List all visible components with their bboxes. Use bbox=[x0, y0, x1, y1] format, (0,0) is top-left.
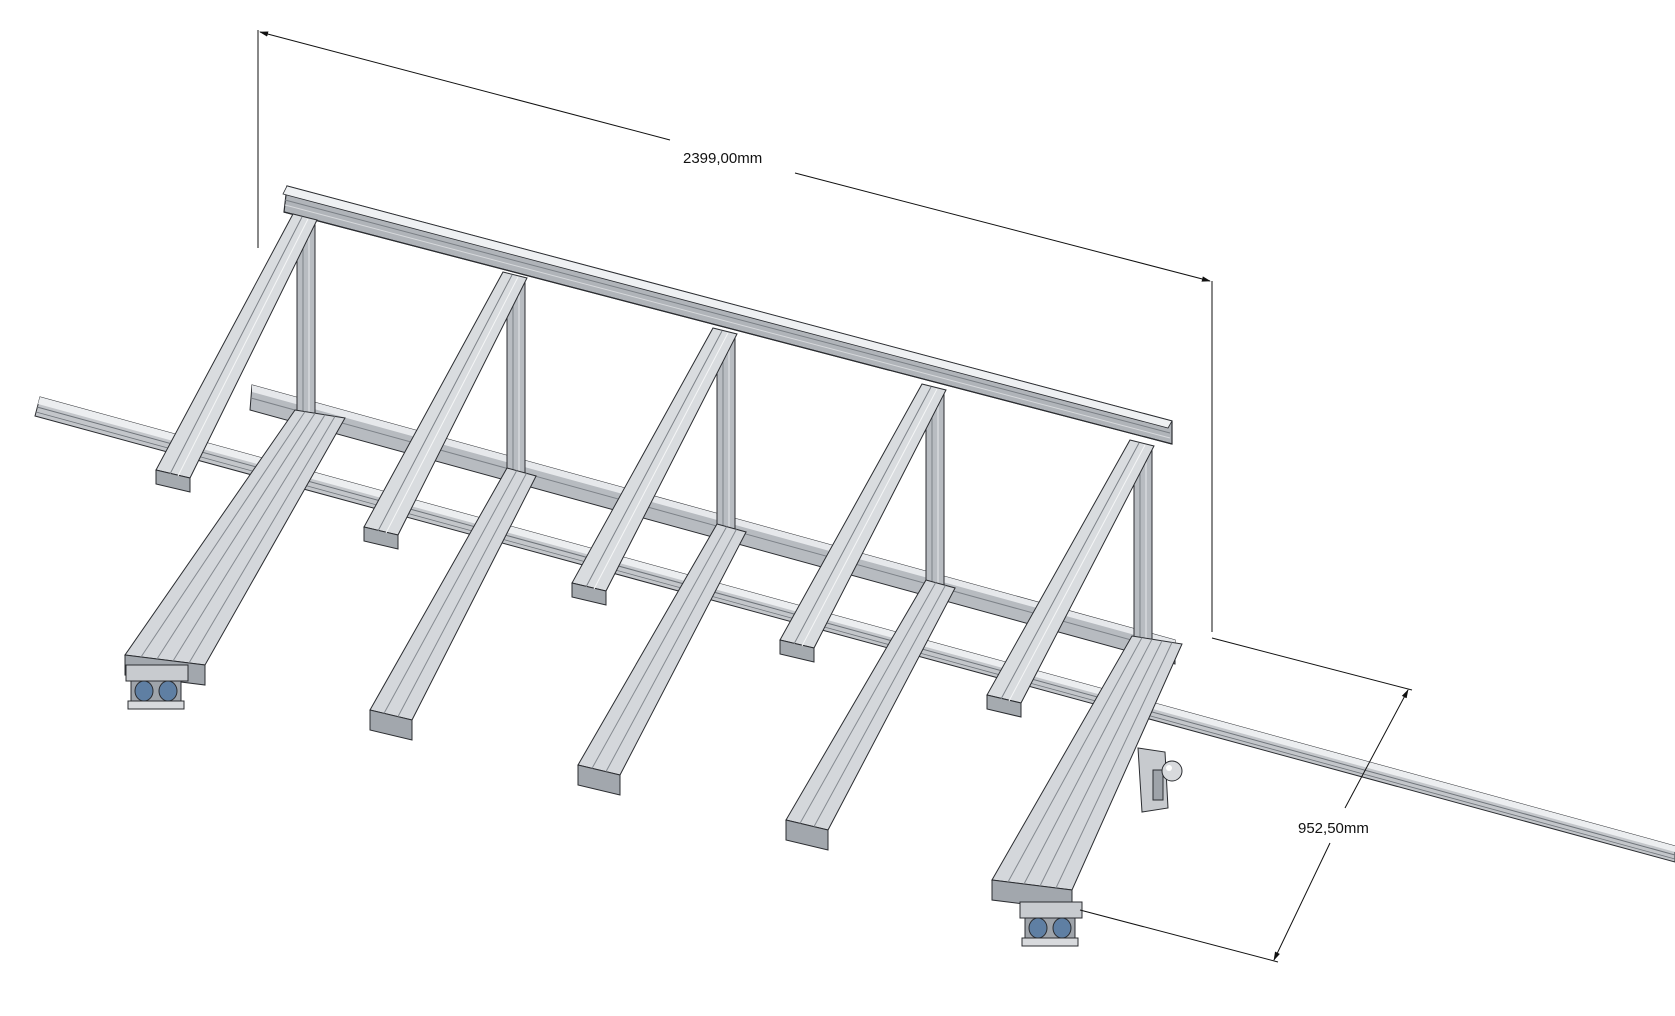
fork-groove bbox=[591, 526, 728, 769]
fork-groove bbox=[1023, 638, 1153, 885]
fork-groove bbox=[188, 416, 336, 664]
upper-arm-groove bbox=[793, 386, 932, 645]
upper-arm-groove bbox=[377, 274, 513, 532]
length-dimension: 2399,00mm bbox=[257, 30, 1213, 632]
fork-groove bbox=[799, 582, 937, 824]
length-dimension-label: 2399,00mm bbox=[683, 150, 762, 167]
fork-groove bbox=[813, 585, 946, 827]
caster-wheel-icon bbox=[125, 664, 189, 710]
fork-groove bbox=[397, 473, 527, 717]
upper-arm-groove bbox=[585, 330, 723, 588]
fork-groove bbox=[383, 470, 518, 714]
upper-arm-groove bbox=[169, 216, 303, 475]
fork-groove bbox=[156, 412, 316, 660]
depth-dimension: 952,50mm bbox=[1079, 637, 1413, 963]
upper-arm-highlight bbox=[593, 332, 729, 590]
fork-groove bbox=[1055, 642, 1173, 889]
caster-wheel-icon bbox=[1019, 901, 1083, 947]
upper-arm-highlight bbox=[177, 218, 309, 477]
upper-arm-highlight bbox=[385, 276, 519, 534]
upper-arm-groove bbox=[1000, 442, 1140, 700]
lower-fork-beams bbox=[124, 409, 1183, 911]
depth-dimension-label: 952,50mm bbox=[1298, 820, 1369, 837]
fork-groove bbox=[1007, 637, 1143, 883]
fork-groove bbox=[172, 414, 326, 662]
vertical-posts bbox=[296, 219, 1153, 651]
upper-arm-highlight bbox=[1008, 444, 1146, 702]
top-beam bbox=[282, 185, 1173, 445]
fork-groove bbox=[605, 529, 737, 772]
upper-support-arms bbox=[155, 213, 1155, 718]
fork-groove bbox=[140, 411, 306, 658]
fork-groove bbox=[1039, 640, 1163, 887]
tow-ball-hitch-icon bbox=[1137, 747, 1183, 813]
upper-arm-highlight bbox=[801, 388, 938, 647]
